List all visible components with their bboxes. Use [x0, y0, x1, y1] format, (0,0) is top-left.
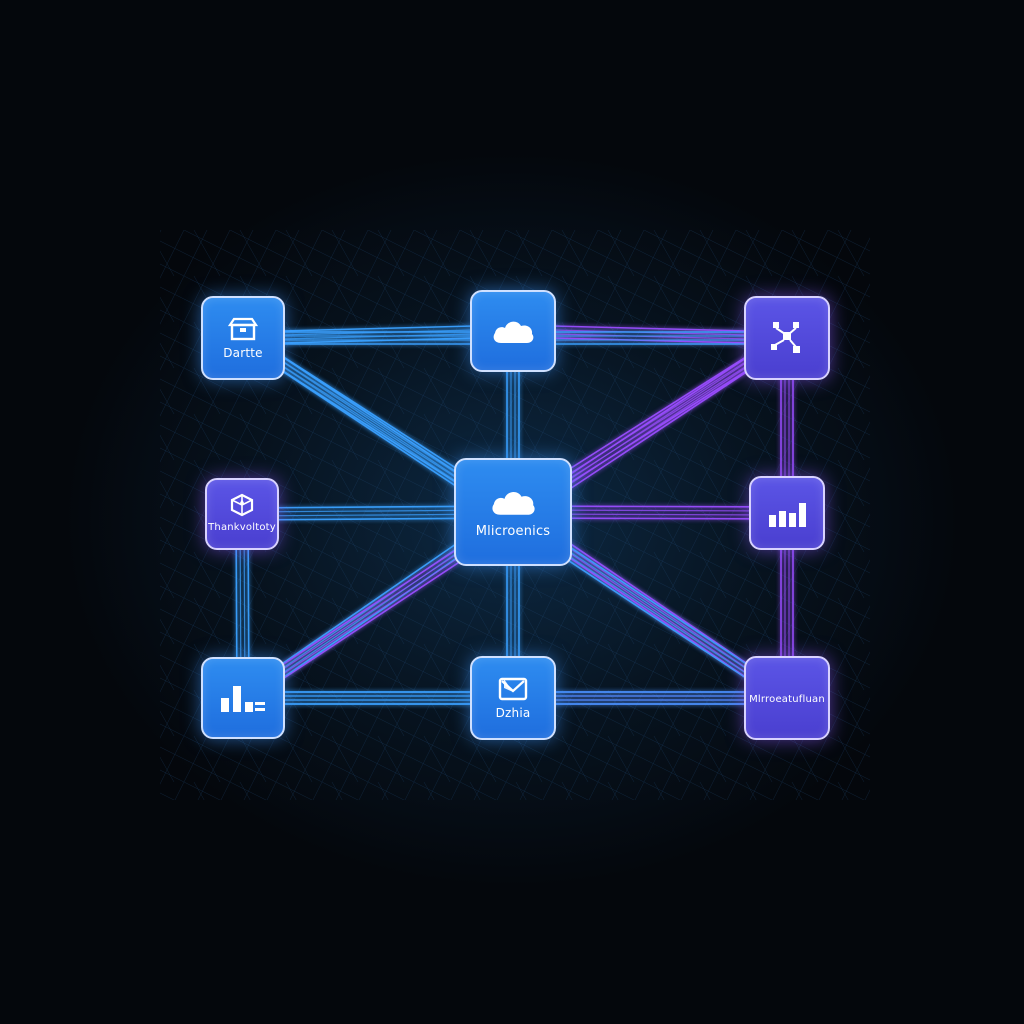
mail-icon: [498, 676, 528, 702]
bar-chart-icon: [219, 684, 267, 712]
workflow-icon: [767, 318, 807, 358]
node-data-mail[interactable]: Dzhia: [470, 656, 556, 740]
node-metrics[interactable]: [201, 657, 285, 739]
node-analytics[interactable]: [749, 476, 825, 550]
node-microservices-hub[interactable]: Mlicroenics: [454, 458, 572, 566]
connection-line: [242, 324, 514, 333]
node-label: Dartte: [223, 346, 263, 360]
node-label: Mlicroenics: [475, 524, 551, 539]
node-label: Mlrroeatufluan: [749, 694, 825, 705]
bar-chart-icon: [767, 499, 807, 527]
node-label: Thankvoltoty: [208, 522, 276, 533]
connection-line: [512, 324, 788, 333]
node-data-store[interactable]: Dartte: [201, 296, 285, 380]
cloud-icon: [489, 315, 537, 347]
node-cloud-top[interactable]: [470, 290, 556, 372]
cloud-icon: [487, 485, 539, 519]
box-icon: [228, 316, 258, 342]
node-inventory[interactable]: Thankvoltoty: [205, 478, 279, 550]
cube-icon: [230, 493, 254, 517]
node-label: Dzhia: [495, 706, 531, 720]
node-workflow[interactable]: [744, 296, 830, 380]
node-microservices-alt[interactable]: Mlrroeatufluan: [744, 656, 830, 740]
